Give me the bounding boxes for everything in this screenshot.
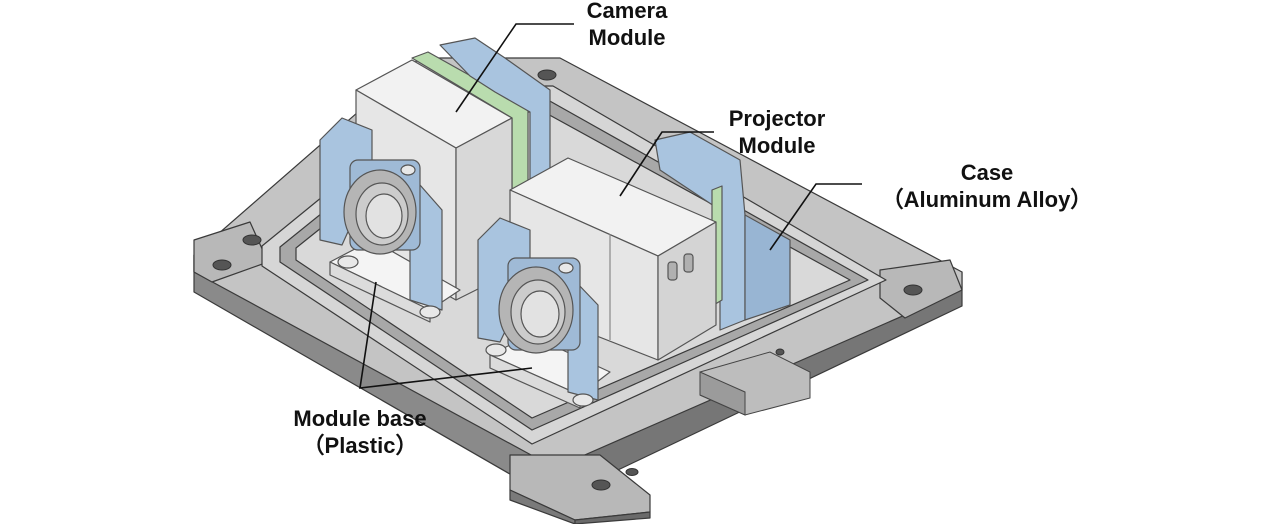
screw (558, 262, 574, 274)
projector-vent (683, 253, 694, 273)
camera-label-line2: Module (588, 25, 666, 50)
screw (400, 164, 416, 176)
mounting-hole (212, 259, 232, 271)
projector-label-line2: Module (738, 133, 816, 158)
case-label-line2: （Aluminum Alloy） (881, 187, 1093, 212)
projector-module-label: Projector Module (714, 105, 840, 159)
mounting-hole (591, 479, 611, 491)
camera-label-line1: Camera (586, 0, 668, 23)
mounting-hole (625, 468, 639, 476)
projector-leader-line (619, 131, 714, 197)
projector-module (477, 131, 791, 409)
case-leader-line (769, 183, 862, 251)
screw (572, 393, 594, 407)
module-base-label: Module base （Plastic） (270, 405, 450, 459)
camera-module (319, 37, 551, 323)
projector-lens-glass (520, 290, 560, 338)
screw (419, 305, 441, 319)
case-label-line1: Case (960, 160, 1014, 185)
module-base-leader-line (359, 281, 533, 389)
mounting-hole (775, 348, 785, 356)
case-step-block (699, 351, 811, 416)
mounting-hole (903, 284, 923, 296)
mounting-hole (537, 69, 557, 81)
mounting-hole (242, 234, 262, 246)
camera-lens-glass (365, 193, 403, 239)
leader-lines (359, 23, 862, 389)
projector-block-side (657, 221, 717, 361)
screw (485, 343, 507, 357)
module-base-label-line1: Module base (293, 406, 427, 431)
camera-leader-line (455, 23, 574, 113)
module-base-label-line2: （Plastic） (302, 433, 418, 458)
case-label: Case （Aluminum Alloy） (862, 159, 1112, 213)
screw (337, 255, 359, 269)
camera-module-label: Camera Module (574, 0, 680, 51)
projector-label-line1: Projector (728, 106, 826, 131)
mounting-holes (212, 69, 923, 491)
projector-vent (667, 261, 678, 281)
